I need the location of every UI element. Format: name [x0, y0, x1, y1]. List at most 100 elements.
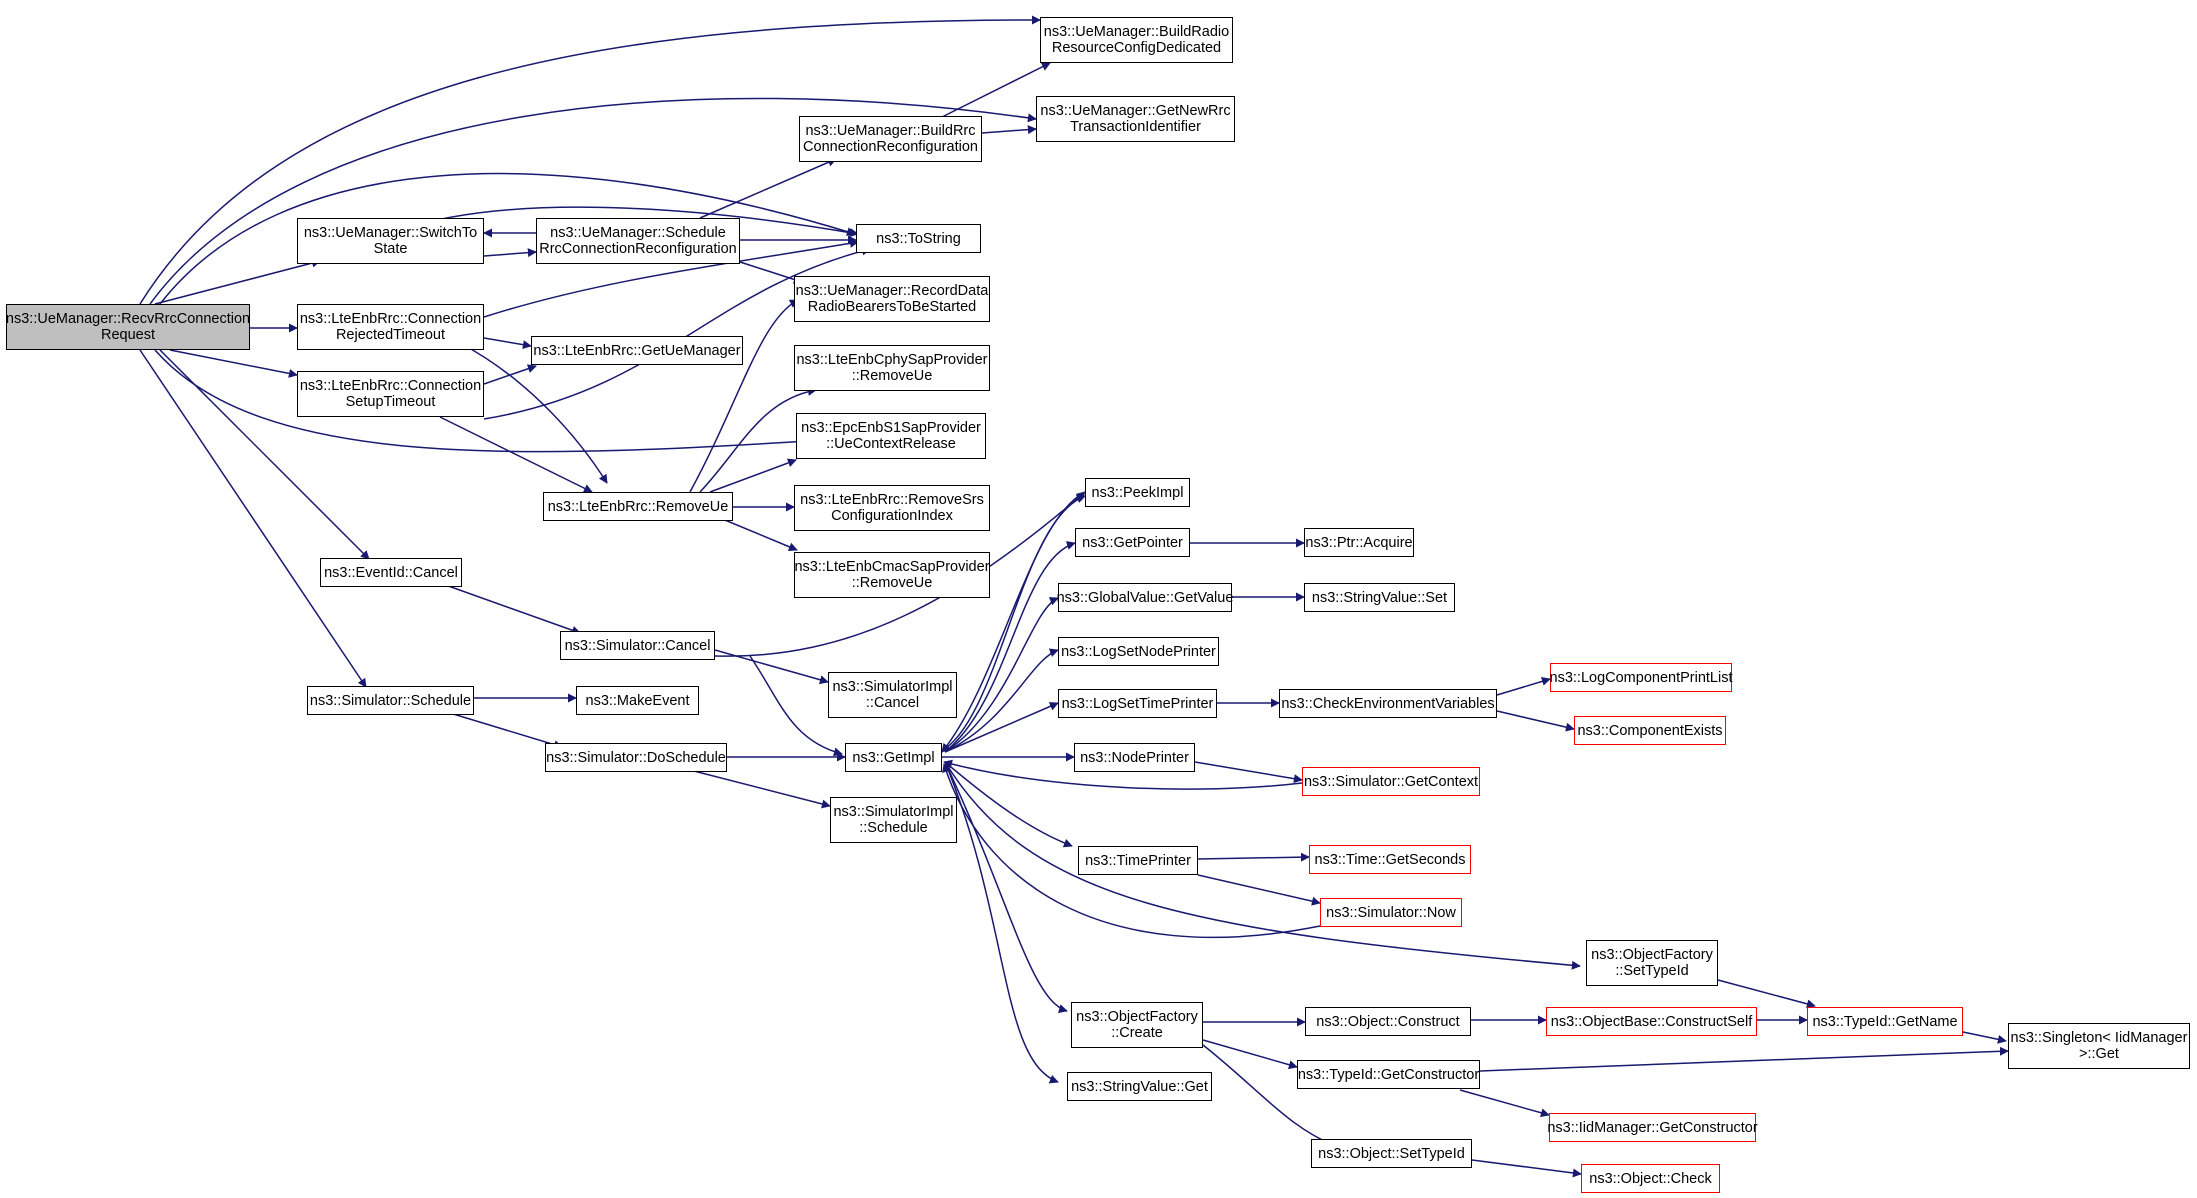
- node-log-set-node-printer[interactable]: ns3::LogSetNodePrinter: [1058, 637, 1219, 666]
- node-ptr-acquire[interactable]: ns3::Ptr::Acquire: [1304, 528, 1414, 557]
- node-log-component-print-list[interactable]: ns3::LogComponentPrintList: [1550, 663, 1733, 692]
- edge: [1962, 1031, 2007, 1044]
- edge: [154, 349, 856, 453]
- node-schedule-rrc-connection-reconfiguration[interactable]: ns3::UeManager::Schedule RrcConnectionRe…: [536, 218, 740, 264]
- node-build-radio-resource-config-dedicated[interactable]: ns3::UeManager::BuildRadio ResourceConfi…: [1040, 17, 1233, 63]
- node-singleton-iid-manager-get[interactable]: ns3::Singleton< IidManager >::Get: [2008, 1023, 2190, 1069]
- node-string-value-set[interactable]: ns3::StringValue::Set: [1304, 583, 1455, 612]
- node-cphy-sap-remove-ue[interactable]: ns3::LteEnbCphySapProvider ::RemoveUe: [794, 345, 990, 391]
- node-string-value-get[interactable]: ns3::StringValue::Get: [1067, 1072, 1212, 1101]
- edge: [942, 763, 1321, 939]
- node-remove-srs-configuration-index[interactable]: ns3::LteEnbRrc::RemoveSrs ConfigurationI…: [794, 485, 990, 531]
- edge: [439, 709, 563, 749]
- edge: [1471, 1159, 1582, 1178]
- edge: [1194, 761, 1303, 784]
- node-simulator-impl-cancel[interactable]: ns3::SimulatorImpl ::Cancel: [828, 672, 957, 718]
- node-time-printer[interactable]: ns3::TimePrinter: [1078, 846, 1198, 875]
- node-switch-to-state[interactable]: ns3::UeManager::SwitchTo State: [297, 218, 484, 264]
- node-log-set-time-printer[interactable]: ns3::LogSetTimePrinter: [1058, 689, 1217, 718]
- node-simulator-do-schedule[interactable]: ns3::Simulator::DoSchedule: [545, 743, 727, 772]
- edge: [439, 416, 593, 493]
- node-get-new-rrc-transaction-identifier[interactable]: ns3::UeManager::GetNewRrc TransactionIde…: [1036, 96, 1235, 142]
- edge: [159, 172, 856, 305]
- edge: [944, 597, 1059, 753]
- node-object-check[interactable]: ns3::Object::Check: [1581, 1164, 1720, 1193]
- node-recv-rrc-connection-request: ns3::UeManager::RecvRrcConnection Reques…: [6, 304, 250, 350]
- node-object-factory-set-type-id[interactable]: ns3::ObjectFactory ::SetTypeId: [1586, 940, 1718, 986]
- edge: [1459, 1089, 1550, 1118]
- node-object-base-construct-self[interactable]: ns3::ObjectBase::ConstructSelf: [1546, 1007, 1757, 1036]
- edge: [689, 299, 799, 493]
- edge: [483, 248, 537, 258]
- node-iid-manager-get-constructor[interactable]: ns3::IidManager::GetConstructor: [1547, 1113, 1758, 1142]
- node-get-impl[interactable]: ns3::GetImpl: [845, 743, 942, 772]
- node-build-rrc-connection-reconfiguration[interactable]: ns3::UeManager::BuildRrc ConnectionRecon…: [799, 116, 982, 162]
- node-simulator-cancel[interactable]: ns3::Simulator::Cancel: [560, 631, 715, 660]
- node-get-pointer[interactable]: ns3::GetPointer: [1075, 528, 1190, 557]
- edge: [1197, 852, 1310, 862]
- edge: [944, 761, 1073, 848]
- edge: [709, 458, 797, 493]
- edge: [483, 238, 859, 318]
- edge: [483, 246, 871, 420]
- edge: [1717, 979, 1816, 1009]
- edge: [719, 517, 798, 552]
- edge: [939, 62, 1051, 119]
- edge: [944, 648, 1059, 753]
- node-connection-rejected-timeout[interactable]: ns3::LteEnbRrc::Connection RejectedTimeo…: [297, 304, 484, 350]
- node-remove-ue[interactable]: ns3::LteEnbRrc::RemoveUe: [543, 492, 733, 521]
- node-s1-sap-ue-context-release[interactable]: ns3::EpcEnbS1SapProvider ::UeContextRele…: [796, 413, 986, 459]
- edge: [459, 342, 608, 484]
- node-object-set-type-id[interactable]: ns3::Object::SetTypeId: [1311, 1139, 1472, 1168]
- node-node-printer[interactable]: ns3::NodePrinter: [1074, 743, 1195, 772]
- node-make-event[interactable]: ns3::MakeEvent: [576, 686, 699, 715]
- edge: [944, 761, 1059, 1084]
- node-simulator-impl-schedule[interactable]: ns3::SimulatorImpl ::Schedule: [830, 797, 957, 843]
- node-to-string[interactable]: ns3::ToString: [856, 224, 981, 253]
- node-check-environment-variables[interactable]: ns3::CheckEnvironmentVariables: [1279, 689, 1497, 718]
- node-simulator-now[interactable]: ns3::Simulator::Now: [1320, 898, 1462, 927]
- node-record-data-radio-bearers[interactable]: ns3::UeManager::RecordData RadioBearersT…: [794, 276, 990, 322]
- edge: [739, 261, 803, 284]
- edge: [1197, 874, 1321, 906]
- edge: [699, 387, 817, 493]
- edge: [943, 759, 1303, 790]
- edge: [139, 15, 1041, 305]
- edge: [139, 349, 367, 688]
- node-eventid-cancel[interactable]: ns3::EventId::Cancel: [320, 558, 462, 587]
- node-object-factory-create[interactable]: ns3::ObjectFactory ::Create: [1071, 1002, 1203, 1048]
- node-time-get-seconds[interactable]: ns3::Time::GetSeconds: [1309, 845, 1471, 874]
- edge: [981, 125, 1037, 135]
- node-object-construct[interactable]: ns3::Object::Construct: [1305, 1007, 1471, 1036]
- edge: [689, 769, 831, 809]
- edge: [159, 349, 370, 560]
- node-component-exists[interactable]: ns3::ComponentExists: [1574, 716, 1726, 745]
- node-global-value-get-value[interactable]: ns3::GlobalValue::GetValue: [1057, 583, 1233, 612]
- node-type-id-get-name[interactable]: ns3::TypeId::GetName: [1807, 1007, 1963, 1036]
- node-simulator-schedule[interactable]: ns3::Simulator::Schedule: [307, 686, 474, 715]
- node-simulator-get-context[interactable]: ns3::Simulator::GetContext: [1302, 767, 1480, 796]
- node-type-id-get-constructor[interactable]: ns3::TypeId::GetConstructor: [1297, 1060, 1480, 1089]
- edge: [714, 649, 829, 685]
- edge: [944, 761, 1068, 1013]
- edge: [1202, 1039, 1298, 1070]
- edge: [154, 258, 321, 305]
- edge: [483, 364, 537, 385]
- node-peek-impl[interactable]: ns3::PeekImpl: [1085, 478, 1190, 507]
- edge: [944, 702, 1059, 753]
- edge: [149, 97, 1037, 305]
- edge: [1479, 1046, 2009, 1072]
- edge: [1496, 710, 1575, 732]
- node-cmac-sap-remove-ue[interactable]: ns3::LteEnbCmacSapProvider ::RemoveUe: [794, 552, 990, 598]
- edge: [944, 541, 1076, 753]
- edge: [944, 761, 1581, 970]
- edge: [749, 655, 843, 757]
- edge: [699, 158, 837, 219]
- edge: [399, 206, 859, 238]
- edge: [439, 582, 581, 635]
- node-connection-setup-timeout[interactable]: ns3::LteEnbRrc::Connection SetupTimeout: [297, 371, 484, 417]
- edge: [941, 491, 1086, 753]
- node-get-ue-manager[interactable]: ns3::LteEnbRrc::GetUeManager: [531, 336, 743, 365]
